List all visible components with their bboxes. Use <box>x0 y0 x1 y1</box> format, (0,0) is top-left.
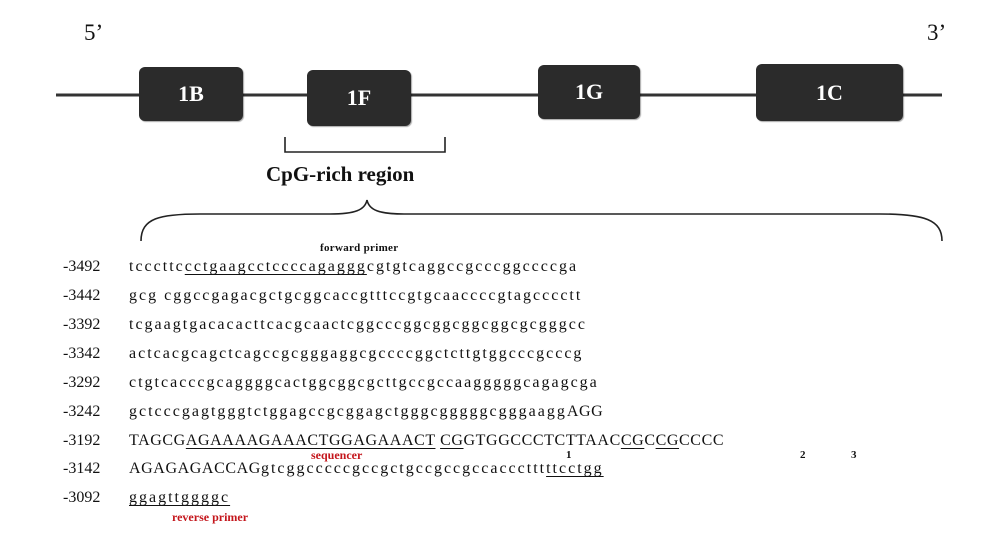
sequence-segment: gtcggcccccgccgctgccgccgccacccttt <box>260 460 547 477</box>
sequencer-label: sequencer <box>311 448 363 462</box>
sequence-position: -3142 <box>63 460 101 477</box>
sequence-position: -3292 <box>63 374 101 391</box>
forward-primer-label: forward primer <box>320 242 399 254</box>
sequence-position: -3092 <box>63 489 101 506</box>
sequence-position: -3442 <box>63 287 101 304</box>
sequence-segment: gcg cggccgagacgctgcggcaccgtttccgtgcaaccc… <box>129 287 583 304</box>
sequence-segment: C <box>644 432 656 449</box>
sequence-position: -3392 <box>63 316 101 333</box>
primer-sequence-segment: CG <box>655 432 680 449</box>
cpg-region-label: CpG-rich region <box>266 162 415 186</box>
sequence-segment: actcacgcagctcagccgcgggaggcgccccggctcttgt… <box>129 345 584 362</box>
sequence-row: -3442 gcg cggccgagacgctgcggcaccgtttccgtgc… <box>63 285 582 307</box>
sequence-row: -3092 ggagttggggc <box>63 487 230 509</box>
sequence-row: -3242 gctcccgagtgggtctggagccgcggagctgggcg… <box>63 401 603 423</box>
sequence-segment: AGAGAGACCAG <box>129 460 261 477</box>
primer-sequence-segment: ggagttggggc <box>129 489 231 506</box>
sequence-row: -3292 ctgtcacccgcaggggcactggcggcgcttgccgc… <box>63 372 599 394</box>
sequence-segment: ctgtcacccgcaggggcactggcggcgcttgccgccaagg… <box>129 374 599 391</box>
sequence-segment: TAGCG <box>129 432 186 449</box>
sequence-row: -3142 AGAGAGACCAGgtcggcccccgccgctgccgccgc… <box>63 458 604 480</box>
sequence-segment: C <box>609 432 621 449</box>
sequence-row: -3342 actcacgcagctcagccgcgggaggcgccccggct… <box>63 343 583 365</box>
sequence-segment: gctcccgagtgggtctggagccgcggagctgggcgggggc… <box>129 403 567 420</box>
sequence-segment: cgtgtcaggccgcccggccccga <box>366 258 579 275</box>
sequence-segment: CCCC <box>679 432 725 449</box>
cpg-region-bracket <box>284 137 446 153</box>
exon-1g-box: 1G <box>538 65 640 119</box>
primer-sequence-segment: CG <box>620 432 645 449</box>
exon-1c-label: 1C <box>816 79 843 105</box>
sequence-row: -3492 tcccttccctgaagcctccccagagggcgtgtcag… <box>63 256 578 278</box>
cpg-site-2-label: 2 <box>800 449 806 461</box>
exon-1b-label: 1B <box>178 81 204 106</box>
sequence-segment: AGG <box>566 403 604 420</box>
sequence-segment: GTGGCCCTCTTAA <box>463 432 610 449</box>
cpg-site-3-label: 3 <box>851 449 857 461</box>
sequence-segment: tcgaagtgacacacttcacgcaactcggcccggcggcggc… <box>129 316 587 333</box>
cpg-site-1-label: 1 <box>566 449 572 461</box>
sequence-curly-brace <box>140 199 943 242</box>
sequence-position: -3492 <box>63 258 101 275</box>
exon-1g-label: 1G <box>574 79 604 104</box>
exon-1c-box: 1C <box>756 64 903 121</box>
three-prime-label: 3’ <box>927 20 947 45</box>
sequence-segment: tcccttc <box>129 258 185 275</box>
primer-sequence-segment: CG <box>440 432 464 449</box>
exon-1f-label: 1F <box>346 85 372 110</box>
primer-sequence-segment: cctgaagcctccccagaggg <box>184 258 367 275</box>
primer-sequence-segment: AGAAAAGAAACTGGAGAAACT <box>185 432 436 449</box>
exon-1f-box: 1F <box>307 70 411 126</box>
sequence-position: -3192 <box>63 432 101 449</box>
exon-1b-box: 1B <box>139 67 243 121</box>
sequence-position: -3342 <box>63 345 101 362</box>
primer-sequence-segment: ttcctgg <box>546 460 604 477</box>
sequence-row: -3392 tcgaagtgacacacttcacgcaactcggcccggcg… <box>63 314 587 336</box>
five-prime-label: 5’ <box>84 20 104 45</box>
reverse-primer-label: reverse primer <box>172 510 249 524</box>
sequence-position: -3242 <box>63 403 101 420</box>
